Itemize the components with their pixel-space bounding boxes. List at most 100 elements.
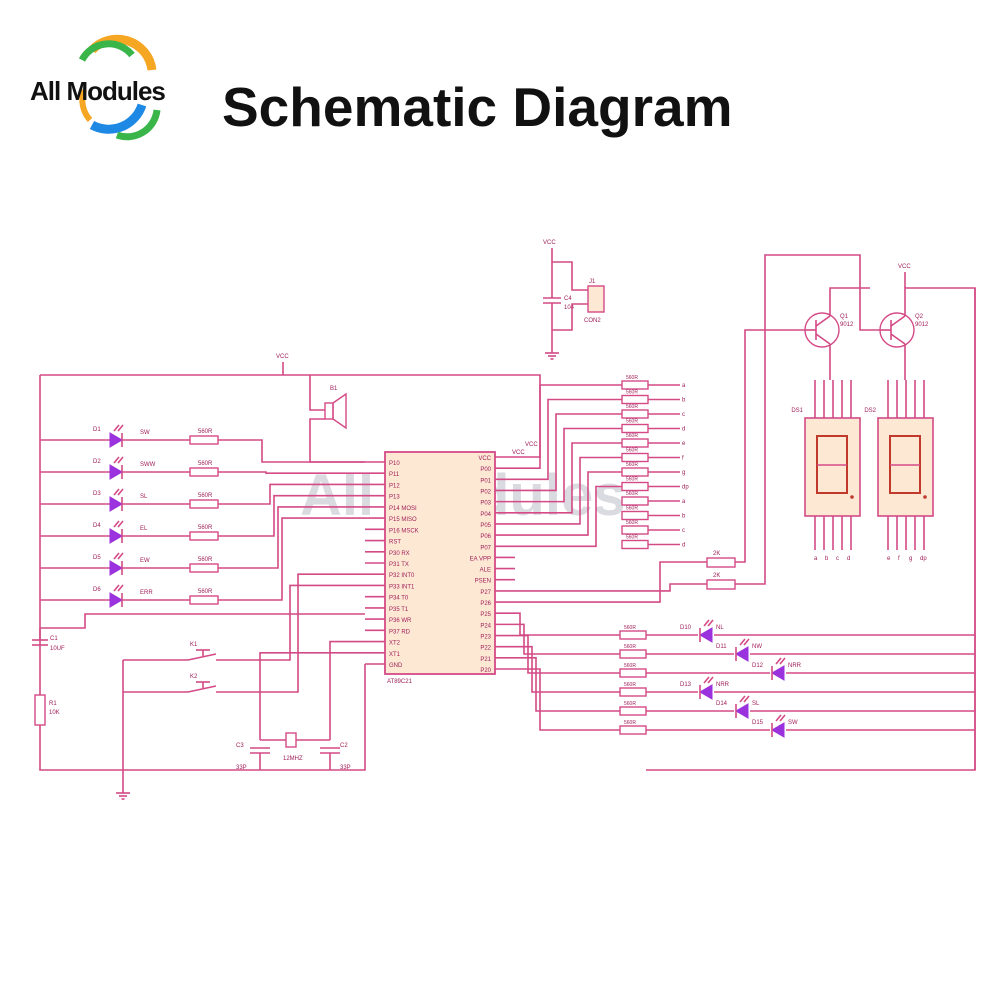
c3-ref: C3 [236,743,244,749]
led-emission-icon [117,520,124,528]
transistor-lead [815,333,831,345]
port2-wire [515,623,620,655]
chip-pin-label: P35 T1 [389,607,409,613]
chip-pin-label: RST [389,540,401,546]
led-emission-icon [779,714,786,722]
resistor [189,595,219,605]
resistor [619,687,647,697]
resistor-value: 560R [626,477,638,483]
chip-pin-label: P05 [480,523,491,529]
chip-pin-label: P32 INT0 [389,573,415,579]
resistor-value: 560R [198,461,213,467]
chip-pin-label: VCC [478,456,491,462]
key-wire [216,584,365,661]
led-emission-icon [113,488,120,496]
segment-letter: a [682,499,686,505]
c1-value: 10UF [50,646,65,652]
segment-letter: dp [682,485,689,491]
vcc-label: VCC [512,450,525,456]
segment-letter: b [682,514,686,520]
led-icon [771,665,785,681]
port0-wire [515,427,622,503]
led-emission-icon [743,695,750,703]
resistor [189,531,219,541]
led-icon [109,528,123,544]
led-emission-icon [707,676,714,684]
key-wire [216,573,365,693]
chip-pin-label: P26 [480,601,491,607]
seven-segment-display [804,417,861,517]
led-emission-icon [113,520,120,528]
buzzer-label: B1 [330,386,338,392]
port0-wire [515,456,622,525]
led-label: SW [140,430,150,436]
chip-pin-label: XT2 [389,641,401,647]
transistor-lead [815,315,831,327]
chip-pin-label: P07 [480,545,491,551]
base-wire [515,583,707,592]
port0-wire [515,413,622,492]
resistor-value: 560R [624,625,636,631]
resistor [621,452,649,463]
vcc-label: VCC [898,264,911,270]
vcc-label: VCC [276,354,289,360]
led-icon [735,703,749,719]
led-icon [109,464,123,480]
chip-pin-label: P06 [480,534,491,540]
led-emission-icon [117,488,124,496]
resistor [621,380,649,390]
chip-pin-label: P11 [389,472,400,478]
connector-value: CON2 [584,318,601,324]
logo-swirl-icon [78,34,161,141]
chip-pin-label: P33 INT1 [389,584,415,590]
vcc-wire [551,248,588,291]
r1-ref: R1 [49,701,57,707]
segment-letter: c [682,412,685,418]
resistor [619,725,647,735]
resistor-value: 560R [198,589,213,595]
page-title: Schematic Diagram [222,76,733,138]
resistor-value: 560R [198,557,213,563]
segment-letter: dp [920,556,927,562]
led-wire [218,439,365,463]
reset-resistor [34,694,46,726]
led-emission-icon [113,424,120,432]
resistor [189,563,219,573]
led-emission-icon [117,424,124,432]
segment-letter: a [682,383,686,389]
resistor-value: 560R [198,525,213,531]
brand-name: All Modules [30,76,166,106]
segment-letter: f [682,456,684,462]
mcu-chip [384,451,496,675]
led-emission-icon [779,657,786,665]
resistor [621,409,649,419]
xtal-wire [329,640,365,740]
base-resistor [706,557,736,568]
crystal-label: 12MHZ [283,756,303,762]
segment-letter: g [909,556,912,562]
resistor-value: 560R [626,520,638,526]
vcc-rail [829,287,870,316]
led-ref: D13 [680,682,692,688]
led-emission-icon [775,657,782,665]
r1-value: 10K [49,710,60,716]
chip-pin-label: P10 [389,461,400,467]
resistor-value: 560R [626,535,638,541]
port2-wire [515,634,620,674]
resistor-value: 560R [624,701,636,707]
c2-value: 33P [340,765,351,771]
connector-ref: J1 [589,279,596,285]
led-icon [109,432,123,448]
buzzer-wire [309,375,325,411]
led-icon [699,684,713,700]
base-wire [735,329,805,563]
crystal-icon [285,732,297,748]
resistor-value: 560R [198,429,213,435]
led-label: NL [716,625,724,631]
transistor-part: 9012 [915,322,929,328]
led-emission-icon [117,584,124,592]
chip-pin-label: P01 [480,478,491,484]
resistor [621,510,649,521]
led-emission-icon [113,584,120,592]
chip-pin-label: P14 MOSI [389,506,417,512]
